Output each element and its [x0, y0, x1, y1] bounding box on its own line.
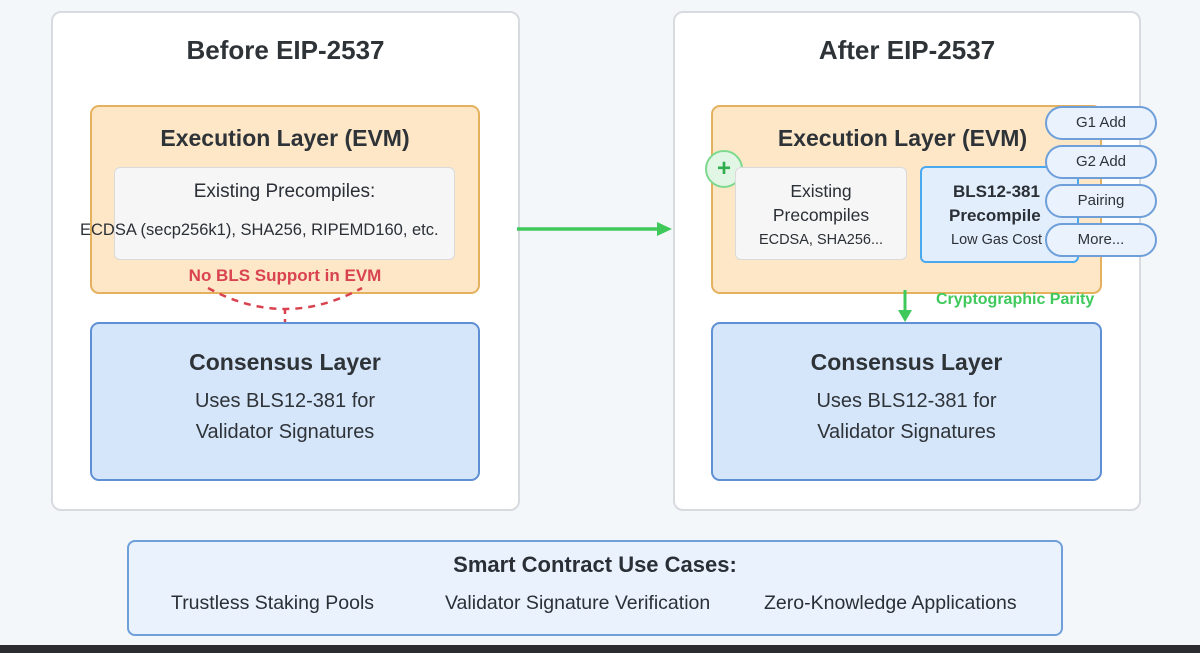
parity-down-arrow: [898, 290, 912, 322]
op-g1-add: G1 Add: [1045, 106, 1157, 140]
before-precompiles-box: [114, 167, 455, 260]
use-cases-title: Smart Contract Use Cases:: [453, 552, 737, 577]
no-bls-warning: No BLS Support in EVM: [188, 266, 382, 285]
after-execution-title: Execution Layer (EVM): [777, 125, 1028, 151]
use-case-item: Trustless Staking Pools: [171, 592, 375, 614]
bls-precompile-line2: Precompile: [949, 206, 1041, 225]
before-precompiles-heading: Existing Precompiles:: [193, 181, 376, 202]
before-consensus-title: Consensus Layer: [189, 349, 381, 375]
after-panel-title: After EIP-2537: [818, 35, 996, 65]
before-consensus-line2: Validator Signatures: [195, 421, 375, 443]
before-consensus-line1: Uses BLS12-381 for: [194, 390, 376, 412]
op-more: More...: [1045, 223, 1157, 257]
after-existing-precompiles: Existing Precompiles ECDSA, SHA256...: [735, 167, 907, 260]
use-case-item: Validator Signature Verification: [445, 592, 711, 614]
op-pairing: Pairing: [1045, 184, 1157, 218]
use-case-item: Zero-Knowledge Applications: [764, 592, 1017, 614]
before-precompiles-list: ECDSA (secp256k1), SHA256, RIPEMD160, et…: [80, 221, 439, 239]
before-consensus-layer: Consensus Layer Uses BLS12-381 for Valid…: [90, 322, 480, 481]
before-to-after-arrow: [517, 222, 672, 236]
after-existing-line1: Existing: [790, 181, 852, 201]
no-support-dashed-link: [207, 286, 363, 324]
op-g2-add: G2 Add: [1045, 145, 1157, 179]
use-cases-box: Smart Contract Use Cases:: [127, 540, 1063, 636]
after-existing-line2: Precompiles: [772, 205, 870, 225]
after-existing-line3: ECDSA, SHA256...: [758, 232, 884, 248]
bls-precompile-line1: BLS12-381: [953, 182, 1040, 201]
bls-precompile-line3: Low Gas Cost: [951, 232, 1043, 248]
before-execution-title: Execution Layer (EVM): [160, 125, 410, 151]
after-consensus-title: Consensus Layer: [810, 349, 1003, 375]
after-consensus-line1: Uses BLS12-381 for: [816, 390, 997, 412]
after-consensus-line2: Validator Signatures: [817, 421, 996, 443]
cryptographic-parity-label: Cryptographic Parity: [936, 291, 1095, 308]
before-panel-title: Before EIP-2537: [186, 35, 385, 65]
after-consensus-layer: Consensus Layer Uses BLS12-381 for Valid…: [711, 322, 1102, 481]
bottom-bar: [0, 645, 1200, 653]
